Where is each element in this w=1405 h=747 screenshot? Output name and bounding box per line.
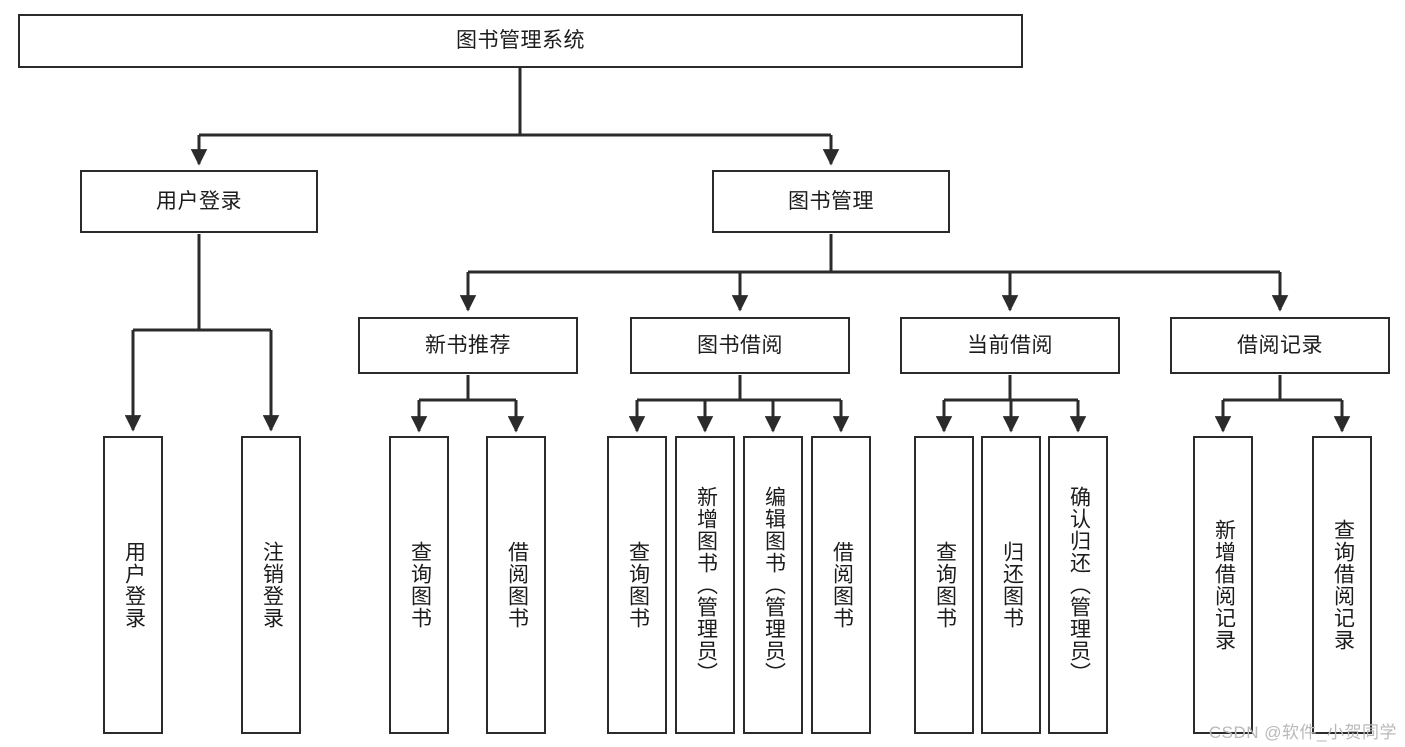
node-label: 新增借阅记录 <box>1212 519 1236 651</box>
connector-group <box>124 68 1351 433</box>
node-label: 当前借阅 <box>967 333 1053 357</box>
node-label: 借阅图书 <box>830 541 854 629</box>
leaf-record-query[interactable]: 查询借阅记录 <box>1312 436 1372 734</box>
node-book-management[interactable]: 图书管理 <box>712 170 950 233</box>
node-current-borrow[interactable]: 当前借阅 <box>900 317 1120 374</box>
node-book-borrow[interactable]: 图书借阅 <box>630 317 850 374</box>
leaf-borrow-lend-book[interactable]: 借阅图书 <box>811 436 871 734</box>
node-label: 查询图书 <box>408 541 432 629</box>
leaf-user-login[interactable]: 用户登录 <box>103 436 163 734</box>
node-label: 查询借阅记录 <box>1331 519 1355 651</box>
watermark-text: CSDN @软件_小贺同学 <box>1208 723 1397 742</box>
node-label: 借阅记录 <box>1237 333 1323 357</box>
leaf-record-add[interactable]: 新增借阅记录 <box>1193 436 1253 734</box>
node-label: 注销登录 <box>260 541 284 629</box>
node-label: 新增图书（管理员） <box>694 486 718 684</box>
leaf-current-return-book[interactable]: 归还图书 <box>981 436 1041 734</box>
leaf-borrow-edit-book[interactable]: 编辑图书（管理员） <box>743 436 803 734</box>
leaf-borrow-add-book[interactable]: 新增图书（管理员） <box>675 436 735 734</box>
leaf-user-logout[interactable]: 注销登录 <box>241 436 301 734</box>
node-user-login[interactable]: 用户登录 <box>80 170 318 233</box>
node-label: 借阅图书 <box>505 541 529 629</box>
node-label: 图书管理系统 <box>456 29 585 53</box>
node-label: 归还图书 <box>1000 541 1024 629</box>
node-label: 确认归还（管理员） <box>1067 486 1091 684</box>
leaf-current-query-book[interactable]: 查询图书 <box>914 436 974 734</box>
leaf-recommend-query-book[interactable]: 查询图书 <box>389 436 449 734</box>
node-label: 查询图书 <box>626 541 650 629</box>
node-root-system[interactable]: 图书管理系统 <box>18 14 1023 68</box>
node-label: 用户登录 <box>156 189 242 213</box>
node-label: 图书借阅 <box>697 333 783 357</box>
node-borrow-record[interactable]: 借阅记录 <box>1170 317 1390 374</box>
node-label: 新书推荐 <box>425 333 511 357</box>
node-label: 查询图书 <box>933 541 957 629</box>
leaf-borrow-query-book[interactable]: 查询图书 <box>607 436 667 734</box>
node-label: 编辑图书（管理员） <box>762 486 786 684</box>
node-label: 图书管理 <box>788 189 874 213</box>
leaf-recommend-borrow-book[interactable]: 借阅图书 <box>486 436 546 734</box>
leaf-current-confirm-return[interactable]: 确认归还（管理员） <box>1048 436 1108 734</box>
node-label: 用户登录 <box>122 541 146 629</box>
node-new-book-recommend[interactable]: 新书推荐 <box>358 317 578 374</box>
